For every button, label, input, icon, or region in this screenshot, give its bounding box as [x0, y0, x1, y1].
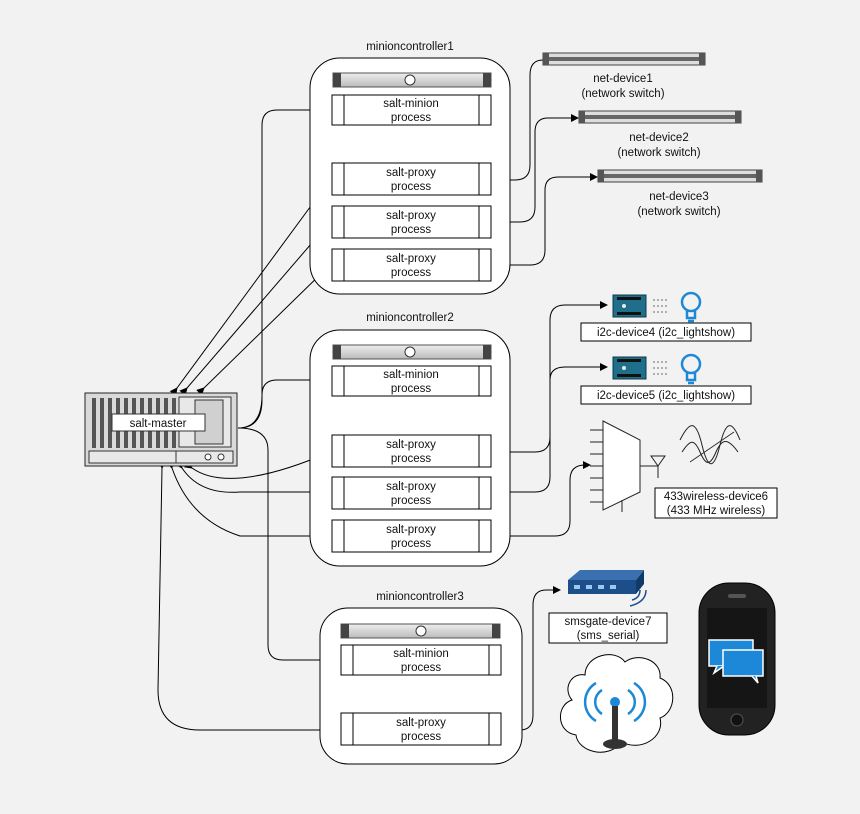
process-box-proxy: salt-proxy process	[331, 205, 492, 239]
process-box-proxy: salt-proxy process	[331, 476, 492, 510]
edge-master-proxy3	[157, 460, 338, 734]
svg-text:433wireless-device6: 433wireless-device6	[664, 491, 768, 503]
svg-text:net-device1: net-device1	[593, 73, 652, 85]
controller-title: minioncontroller1	[366, 41, 454, 53]
process-box-proxy: salt-proxy process	[331, 434, 492, 468]
svg-text:process: process	[391, 453, 432, 465]
network-switch-icon	[578, 110, 742, 124]
process-box-proxy: salt-proxy process	[331, 248, 492, 282]
edge-proxy-net1	[492, 56, 554, 181]
minioncontroller2: minioncontroller2 salt-minion process sa…	[309, 312, 511, 567]
network-switch-icon	[542, 52, 706, 66]
edge-proxy-sms7	[501, 586, 561, 731]
433wireless-device6: 433wireless-device6 (433 MHz wireless)	[590, 420, 778, 519]
process-box-proxy: salt-proxy process	[331, 162, 492, 196]
chat-bubbles-icon	[708, 639, 764, 684]
svg-text:(network switch): (network switch)	[581, 88, 664, 100]
multiplexer-icon	[590, 420, 658, 512]
rack-unit-icon	[332, 344, 492, 360]
process-box-proxy: salt-proxy process	[331, 519, 492, 553]
salt-master-server: salt-master	[84, 392, 238, 467]
rack-unit-icon	[332, 72, 492, 88]
svg-text:process: process	[401, 662, 442, 674]
svg-text:i2c-device5 (i2c_lightshow): i2c-device5 (i2c_lightshow)	[597, 390, 735, 402]
svg-text:salt-proxy: salt-proxy	[386, 524, 436, 536]
salt-master-label: salt-master	[130, 418, 187, 430]
svg-text:process: process	[391, 538, 432, 550]
smsgate-device7: smsgate-device7 (sms_serial)	[548, 570, 668, 644]
svg-text:net-device3: net-device3	[649, 191, 708, 203]
controller-title: minioncontroller2	[366, 312, 454, 324]
process-box-minion: salt-minion process	[331, 365, 492, 397]
i2c-device5: i2c-device5 (i2c_lightshow)	[580, 353, 752, 405]
smartphone-icon	[698, 582, 776, 736]
svg-text:salt-proxy: salt-proxy	[386, 210, 436, 222]
svg-text:net-device2: net-device2	[629, 132, 688, 144]
svg-text:salt-proxy: salt-proxy	[386, 167, 436, 179]
svg-text:salt-minion: salt-minion	[393, 648, 449, 660]
net-device1: net-device1 (network switch)	[542, 52, 706, 100]
svg-text:(sms_serial): (sms_serial)	[577, 630, 640, 642]
svg-text:process: process	[391, 181, 432, 193]
svg-text:salt-proxy: salt-proxy	[386, 439, 436, 451]
edge-master-proxy1c	[196, 264, 331, 396]
edge-proxy-i2c5	[492, 363, 608, 493]
svg-text:salt-proxy: salt-proxy	[396, 717, 446, 729]
svg-text:(433 MHz wireless): (433 MHz wireless)	[667, 505, 766, 517]
lightbulb-icon	[680, 291, 702, 323]
arduino-board-icon	[612, 294, 647, 318]
sine-wave-icon	[679, 425, 741, 465]
process-box-minion: salt-minion process	[331, 94, 492, 126]
svg-text:process: process	[391, 224, 432, 236]
i2c-device4: i2c-device4 (i2c_lightshow)	[580, 291, 752, 342]
svg-text:process: process	[401, 731, 442, 743]
minioncontroller3: minioncontroller3 salt-minion process sa…	[319, 591, 523, 765]
svg-text:process: process	[391, 383, 432, 395]
edge-master-proxy2c	[165, 460, 331, 540]
svg-text:(network switch): (network switch)	[637, 206, 720, 218]
svg-text:(network switch): (network switch)	[617, 147, 700, 159]
svg-text:salt-minion: salt-minion	[383, 369, 439, 381]
arduino-board-icon	[612, 356, 647, 380]
network-switch-icon	[597, 169, 763, 183]
svg-text:process: process	[391, 267, 432, 279]
edge-master-proxy1a	[169, 179, 331, 397]
svg-text:salt-proxy: salt-proxy	[386, 481, 436, 493]
edge-proxy-wireless6	[492, 461, 591, 537]
svg-text:smsgate-device7: smsgate-device7	[565, 616, 652, 628]
svg-text:salt-proxy: salt-proxy	[386, 253, 436, 265]
svg-text:process: process	[391, 112, 432, 124]
network-gateway-icon	[568, 570, 647, 607]
led-matrix-icon	[653, 299, 667, 313]
cloud-radio-tower-icon	[560, 654, 674, 753]
svg-text:process: process	[391, 495, 432, 507]
net-device3: net-device3 (network switch)	[597, 169, 763, 218]
process-box-minion: salt-minion process	[340, 644, 502, 676]
net-device2: net-device2 (network switch)	[578, 110, 742, 159]
lightbulb-icon	[680, 353, 702, 385]
led-matrix-icon	[653, 361, 667, 375]
edge-master-proxy2b	[174, 459, 331, 496]
rack-unit-icon	[340, 623, 501, 639]
edge-master-proxy1b	[179, 221, 331, 396]
antenna-icon	[650, 455, 666, 478]
svg-text:salt-minion: salt-minion	[383, 98, 439, 110]
edge-proxy-net2	[492, 114, 579, 223]
controller-title: minioncontroller3	[376, 591, 464, 603]
svg-text:i2c-device4 (i2c_lightshow): i2c-device4 (i2c_lightshow)	[597, 327, 735, 339]
minioncontroller1: minioncontroller1 salt-minion process sa…	[309, 41, 511, 295]
connectors	[157, 56, 608, 734]
edge-proxy-net3	[492, 173, 598, 266]
process-box-proxy: salt-proxy process	[340, 712, 502, 746]
